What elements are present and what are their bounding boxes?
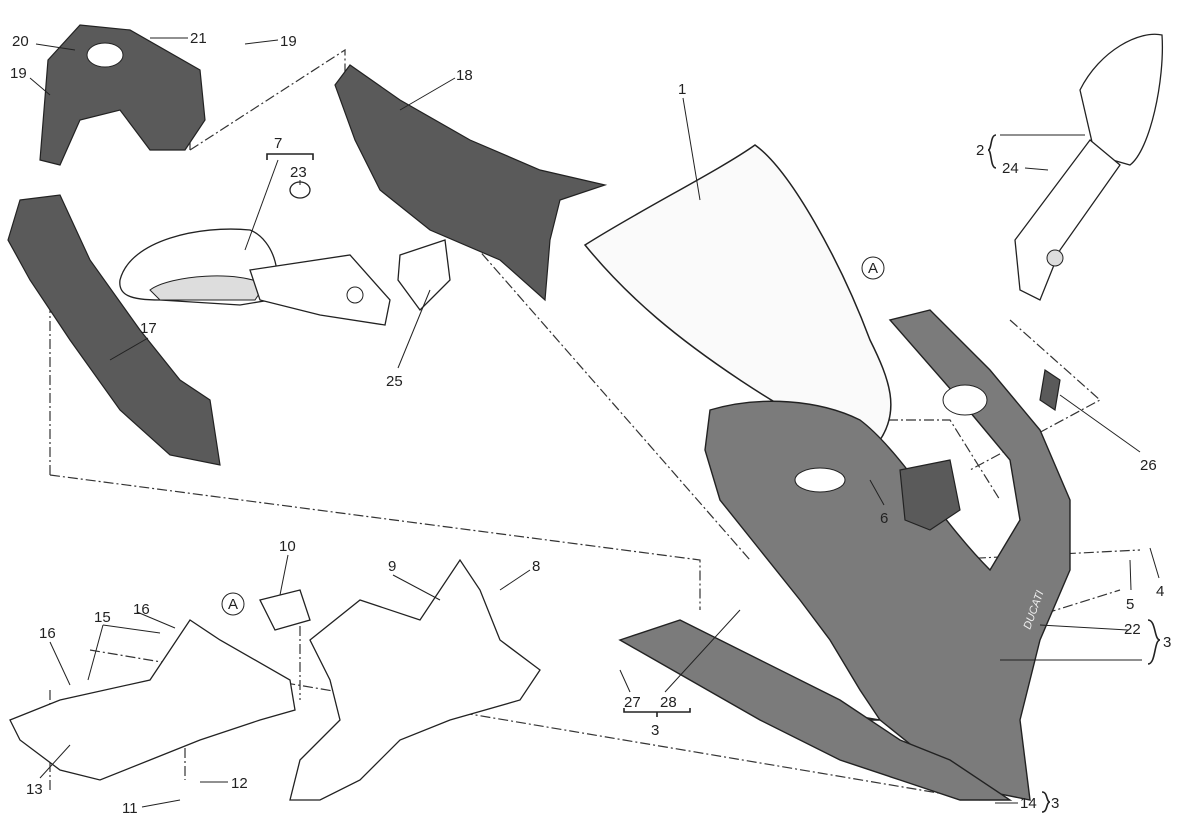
callout-3: 3 xyxy=(1163,634,1171,651)
callout-7: 7 xyxy=(274,135,282,152)
leader-lines xyxy=(29,37,1160,808)
callout-labels: 20 21 19 19 18 1 7 23 2 24 17 25 26 6 10… xyxy=(10,30,1171,817)
callout-6: 6 xyxy=(880,510,888,527)
callout-26: 26 xyxy=(1140,457,1157,474)
callout-13: 13 xyxy=(26,781,43,798)
callout-17: 17 xyxy=(140,320,157,337)
callout-23: 23 xyxy=(290,164,307,181)
callout-19: 19 xyxy=(10,65,27,82)
callout-2: 2 xyxy=(976,142,984,159)
reference-mark-a-right: A xyxy=(861,256,885,280)
fairing-headlight-opening xyxy=(942,384,988,416)
part-20-inner-panel xyxy=(39,24,206,166)
brace-27-28-3 xyxy=(623,708,691,717)
callout-24: 24 xyxy=(1002,160,1019,177)
part-18-side-panel xyxy=(334,64,608,302)
fairing-air-intake xyxy=(794,467,846,493)
callout-28: 28 xyxy=(660,694,677,711)
part-26-bracket xyxy=(1039,368,1061,412)
callout-12: 12 xyxy=(231,775,248,792)
part-25-bracket xyxy=(397,239,451,311)
part-1-windscreen xyxy=(583,144,892,442)
callout-11: 11 xyxy=(122,800,138,817)
callout-22: 22 xyxy=(1124,621,1141,638)
callout-9: 9 xyxy=(388,558,396,575)
callout-16: 16 xyxy=(39,625,56,642)
callout-5: 5 xyxy=(1126,596,1134,613)
reference-mark-label: A xyxy=(228,596,238,613)
callout-14: 14 xyxy=(1020,795,1037,812)
callout-3: 3 xyxy=(651,722,659,739)
ignition-hole xyxy=(86,42,124,68)
inner-support xyxy=(899,459,961,531)
callout-19: 19 xyxy=(280,33,297,50)
callout-27: 27 xyxy=(624,694,641,711)
brace-14-3 xyxy=(1041,791,1051,813)
bracket-7 xyxy=(266,153,314,160)
callout-1: 1 xyxy=(678,81,686,98)
part-22-lower-lip xyxy=(618,619,1013,801)
callout-15: 15 xyxy=(94,609,111,626)
fairing-support-frame xyxy=(289,558,541,801)
callout-25: 25 xyxy=(386,373,403,390)
part-2-right-mirror xyxy=(1014,33,1164,301)
callout-10: 10 xyxy=(279,538,296,555)
callout-4: 4 xyxy=(1156,583,1164,600)
part-13-lower-panel xyxy=(9,619,296,781)
callout-21: 21 xyxy=(190,30,207,47)
part-10-bracket xyxy=(259,589,311,631)
callout-3: 3 xyxy=(1051,795,1059,812)
reference-mark-a-left: A xyxy=(221,592,245,616)
callout-16: 16 xyxy=(133,601,150,618)
brace-22-3 xyxy=(1147,619,1161,665)
callout-8: 8 xyxy=(532,558,540,575)
callout-18: 18 xyxy=(456,67,473,84)
reference-mark-label: A xyxy=(868,260,878,277)
brace-2 xyxy=(987,134,997,169)
part-7-left-mirror xyxy=(119,228,391,326)
callout-20: 20 xyxy=(12,33,29,50)
part-17-side-panel xyxy=(7,194,221,466)
